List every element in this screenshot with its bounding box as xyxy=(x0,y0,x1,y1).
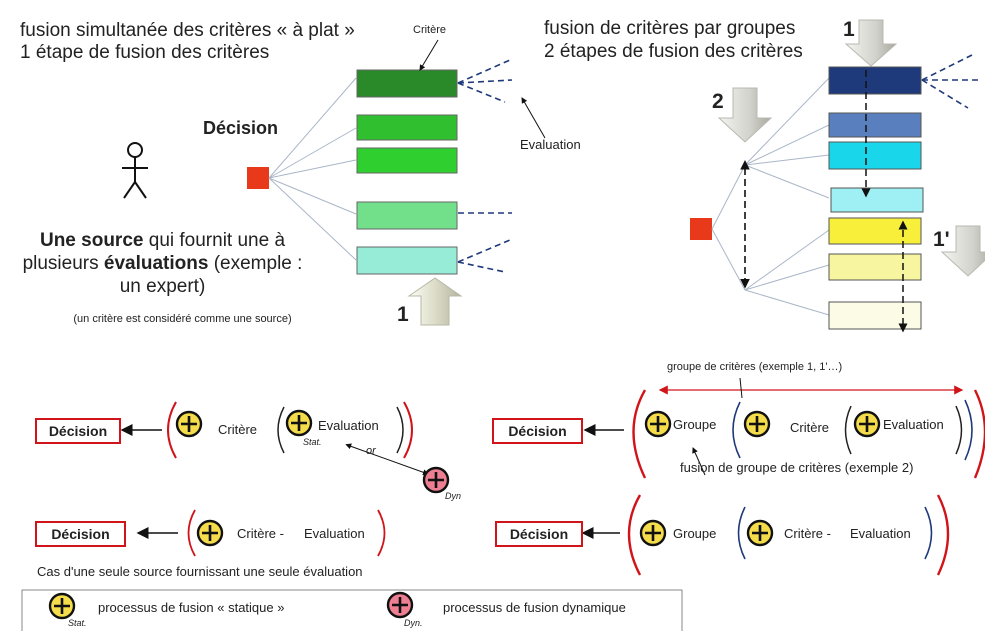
legend-dynamic-label: processus de fusion dynamique xyxy=(443,600,626,615)
legend-static-label: processus de fusion « statique » xyxy=(98,600,285,615)
formula-dyn-sub: Dyn xyxy=(445,491,462,501)
person-icon xyxy=(122,142,148,199)
heading-group-steps: 2 étapes de fusion des critères xyxy=(544,41,803,62)
heading-flat-steps: 1 étape de fusion des critères xyxy=(20,42,270,63)
source-description-line2: plusieurs évaluations (exemple : xyxy=(22,253,303,274)
heading-flat-fusion: fusion simultanée des critères « à plat … xyxy=(20,20,355,41)
single-source-note: Cas d'une seule source fournissant une s… xyxy=(37,564,363,579)
legend-box xyxy=(21,589,683,631)
group-note-bottom: fusion de groupe de critères (exemple 2) xyxy=(680,460,914,475)
criterion-bar xyxy=(828,217,922,245)
formula-groupe: Groupe xyxy=(673,417,717,432)
decision-node-right xyxy=(690,218,712,240)
formula-groupe: Groupe xyxy=(673,526,717,541)
formula-evaluation: Evaluation xyxy=(304,526,365,541)
critere-label: Critère xyxy=(413,24,447,36)
decision-box: Décision xyxy=(495,521,583,547)
formula-stat-sub: Stat. xyxy=(303,437,322,447)
criterion-bar xyxy=(828,253,922,281)
criterion-bar xyxy=(356,201,458,230)
criterion-bar xyxy=(356,114,458,141)
group-note-top: groupe de critères (exemple 1, 1'…) xyxy=(667,361,843,373)
group-links xyxy=(711,77,830,316)
decision-links-left xyxy=(268,77,357,261)
arrow-2-label: 2 xyxy=(712,90,724,113)
criterion-bar xyxy=(828,112,922,138)
criterion-bar xyxy=(828,301,922,330)
up-arrow-1-icon xyxy=(407,277,463,326)
down-arrow-1prime-icon xyxy=(940,225,985,277)
formula-critere: Critère - xyxy=(784,526,831,541)
criterion-bar xyxy=(830,187,924,213)
criterion-bar xyxy=(828,141,922,170)
decision-node-left xyxy=(247,167,269,189)
arrow-1prime-label: 1' xyxy=(933,228,950,251)
source-note: (un critère est considéré comme une sour… xyxy=(73,313,292,325)
source-description-line1: Une source qui fournit une à xyxy=(39,230,286,251)
formula-critere: Critère xyxy=(790,420,830,435)
evaluation-label: Evaluation xyxy=(520,137,581,152)
decision-label: Décision xyxy=(203,118,279,138)
down-arrow-1-icon xyxy=(844,19,898,67)
formula-evaluation: Evaluation xyxy=(318,418,379,433)
legend-dynamic-sub: Dyn. xyxy=(404,618,423,628)
formula-evaluation: Evaluation xyxy=(883,417,944,432)
decision-box: Décision xyxy=(35,418,121,444)
criterion-bar xyxy=(356,69,458,98)
arrow-1-label: 1 xyxy=(397,303,409,326)
formula-critere: Critère - xyxy=(237,526,284,541)
down-arrow-2-icon xyxy=(717,87,773,143)
criterion-bar xyxy=(828,66,922,95)
arrow-1-right-label: 1 xyxy=(843,18,855,41)
formula-or: or xyxy=(366,445,376,457)
plus-signs xyxy=(54,415,875,614)
criterion-bar xyxy=(356,246,458,275)
decision-box: Décision xyxy=(35,521,126,547)
source-description-line3: un expert) xyxy=(119,276,206,297)
evaluation-links-left xyxy=(457,59,513,273)
decision-box: Décision xyxy=(492,418,583,444)
criterion-bar xyxy=(356,147,458,174)
legend-static-sub: Stat. xyxy=(68,618,87,628)
heading-group-fusion: fusion de critères par groupes xyxy=(544,18,796,39)
formula-evaluation: Evaluation xyxy=(850,526,911,541)
formula-critere: Critère xyxy=(218,422,258,437)
evaluation-links-right xyxy=(921,54,980,109)
